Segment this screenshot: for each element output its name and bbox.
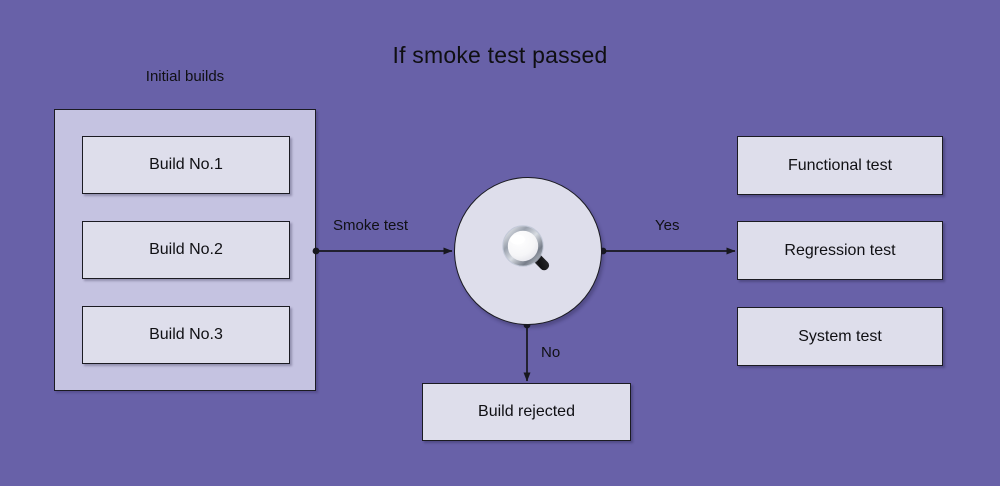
build-no-2-box[interactable]: Build No.2 [82,221,290,279]
build-no-1-box[interactable]: Build No.1 [82,136,290,194]
edge-label-no: No [541,344,561,361]
page-title: If smoke test passed [392,42,608,68]
magnifier-icon [502,225,550,271]
edge-label-yes: Yes [655,217,680,234]
build-rejected-box[interactable]: Build rejected [422,383,631,441]
edge-label-smoke-test: Smoke test [333,217,409,234]
system-test-box[interactable]: System test [737,307,943,366]
build-no-3-box[interactable]: Build No.3 [82,306,290,364]
functional-test-box[interactable]: Functional test [737,136,943,195]
regression-test-box[interactable]: Regression test [737,221,943,280]
initial-builds-label: Initial builds [145,68,225,85]
